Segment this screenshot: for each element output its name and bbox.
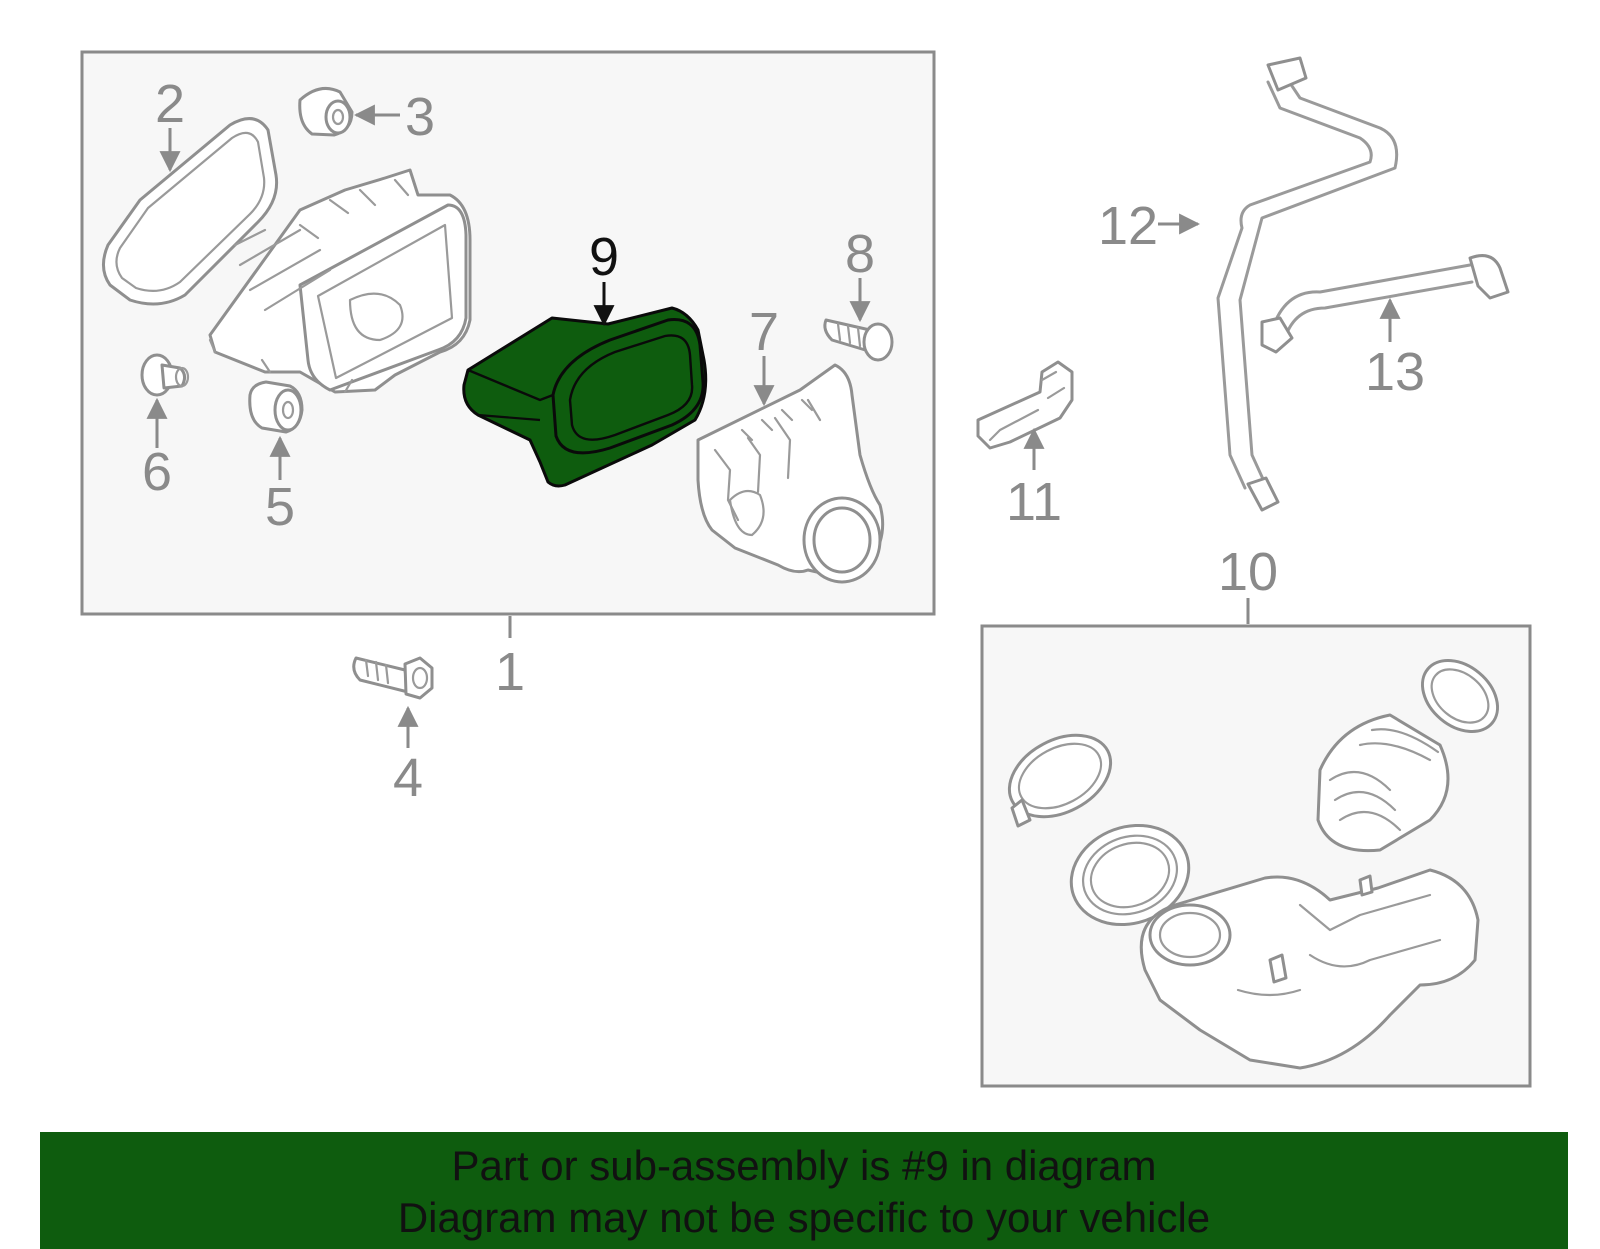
part-10-clamp-right[interactable] (1409, 646, 1512, 746)
parts-diagram: 2 3 4 5 6 7 8 9 1 10 11 12 13 (80, 50, 1532, 1088)
part-10-coupler[interactable] (1057, 809, 1203, 940)
banner-line-1: Part or sub-assembly is #9 in diagram (451, 1142, 1157, 1189)
air-cleaner-housing (208, 168, 472, 394)
callout-11: 11 (1006, 472, 1062, 532)
part-4-bolt[interactable] (352, 656, 434, 700)
part-5-grommet[interactable] (248, 380, 304, 434)
part-7-outlet-housing[interactable] (696, 363, 885, 584)
part-8-screw[interactable] (823, 318, 894, 362)
part-9-filter-element[interactable] (462, 306, 708, 488)
callout-8: 8 (845, 224, 875, 284)
callout-10: 10 (1218, 542, 1278, 602)
callout-9: 9 (589, 227, 619, 287)
callout-12: 12 (1098, 196, 1158, 256)
part-2-gasket[interactable] (102, 117, 279, 306)
part-11-sensor[interactable] (976, 360, 1074, 450)
callout-3: 3 (405, 87, 435, 147)
part-12-hose[interactable] (1216, 56, 1399, 512)
callout-2: 2 (155, 74, 185, 134)
part-10-intake-duct[interactable] (1139, 868, 1480, 1070)
part-6-pin[interactable] (140, 353, 190, 397)
callout-5: 5 (265, 477, 295, 537)
callout-4: 4 (393, 748, 423, 808)
callout-7: 7 (749, 302, 779, 362)
callout-6: 6 (142, 442, 172, 502)
part-13-hose[interactable] (1260, 254, 1510, 354)
info-banner: Part or sub-assembly is #9 in diagram Di… (40, 1132, 1568, 1249)
banner-line-2: Diagram may not be specific to your vehi… (397, 1194, 1211, 1241)
part-10-bellows[interactable] (1316, 713, 1450, 853)
part-3-grommet[interactable] (298, 86, 354, 137)
part-10-clamp-left[interactable] (995, 719, 1124, 833)
callout-13: 13 (1365, 342, 1425, 402)
callout-1: 1 (495, 642, 525, 702)
